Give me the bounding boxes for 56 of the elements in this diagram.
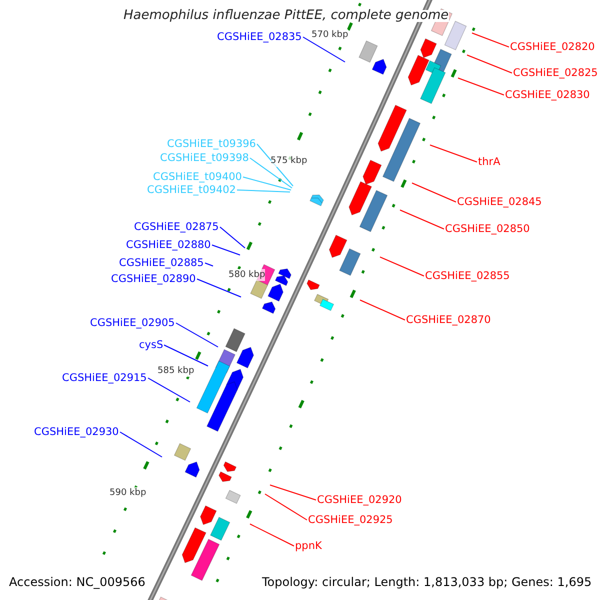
gene-label: CGSHiEE_02835: [217, 31, 302, 43]
gene-label: CGSHiEE_02920: [317, 494, 402, 506]
scale-label: 570 kbp: [312, 29, 348, 41]
gene-label: CGSHiEE_02875: [134, 221, 219, 233]
leader-line: [472, 32, 510, 48]
gene-label: CGSHiEE_t09400: [153, 171, 242, 183]
gene-label: CGSHiEE_02850: [445, 223, 530, 235]
leader-line: [270, 484, 316, 500]
leader-line: [196, 278, 242, 298]
leader-line: [256, 144, 294, 186]
leader-line: [236, 190, 290, 192]
gene-label: CGSHiEE_02885: [119, 257, 204, 269]
gene-label: CGSHiEE_t09398: [160, 152, 249, 164]
leader-line: [242, 176, 292, 190]
leader-line: [302, 36, 346, 62]
gene-label: CGSHiEE_02905: [90, 317, 175, 329]
gene-label: CGSHiEE_02890: [111, 273, 196, 285]
gene-label: CGSHiEE_02870: [406, 314, 491, 326]
leader-line: [430, 144, 478, 162]
gene-label: CGSHiEE_02925: [308, 514, 393, 526]
leader-line: [204, 262, 214, 266]
scale-label: 585 kbp: [158, 365, 194, 377]
gene-label: ppnK: [295, 540, 322, 552]
gene-label: CGSHiEE_02830: [505, 89, 590, 101]
gene-label: CGSHiEE_02930: [34, 426, 119, 438]
genome-info-text: Topology: circular; Length: 1,813,033 bp; Genes: 1,695: [262, 576, 592, 588]
leader-line: [466, 54, 512, 74]
leader-line: [164, 344, 208, 366]
leader-line: [250, 524, 294, 546]
scale-label: 580 kbp: [228, 269, 266, 281]
leader-line: [360, 300, 406, 320]
gene-label: CGSHiEE_02880: [126, 239, 211, 251]
gene-label: CGSHiEE_t09396: [167, 138, 256, 150]
gene-label: CGSHiEE_02855: [425, 270, 510, 282]
leader-line: [148, 378, 190, 402]
gene-label: CGSHiEE_02820: [510, 41, 595, 53]
leader-line: [264, 494, 308, 520]
genome-title: Haemophilus influenzae PittEE, complete genome: [124, 10, 449, 22]
gene-label: CGSHiEE_02845: [457, 196, 542, 208]
leader-line: [220, 226, 246, 248]
gene-label: CGSHiEE_02825: [513, 67, 598, 79]
leader-line: [120, 432, 162, 458]
leader-line: [458, 78, 504, 96]
gene-label: CGSHiEE_02915: [62, 372, 147, 384]
gene-label: cysS: [139, 339, 164, 351]
scale-label: 575 kbp: [270, 155, 308, 167]
leader-line: [400, 210, 444, 230]
scale-label: 590 kbp: [110, 487, 146, 499]
gene-label: thrA: [478, 156, 500, 168]
accession-text: Accession: NC_009566: [9, 576, 146, 588]
leader-line: [212, 244, 240, 256]
leader-line: [380, 256, 424, 276]
leader-line: [412, 182, 456, 202]
leader-line: [250, 158, 292, 188]
leader-line: [176, 322, 218, 348]
gene-label: CGSHiEE_t09402: [147, 184, 236, 196]
